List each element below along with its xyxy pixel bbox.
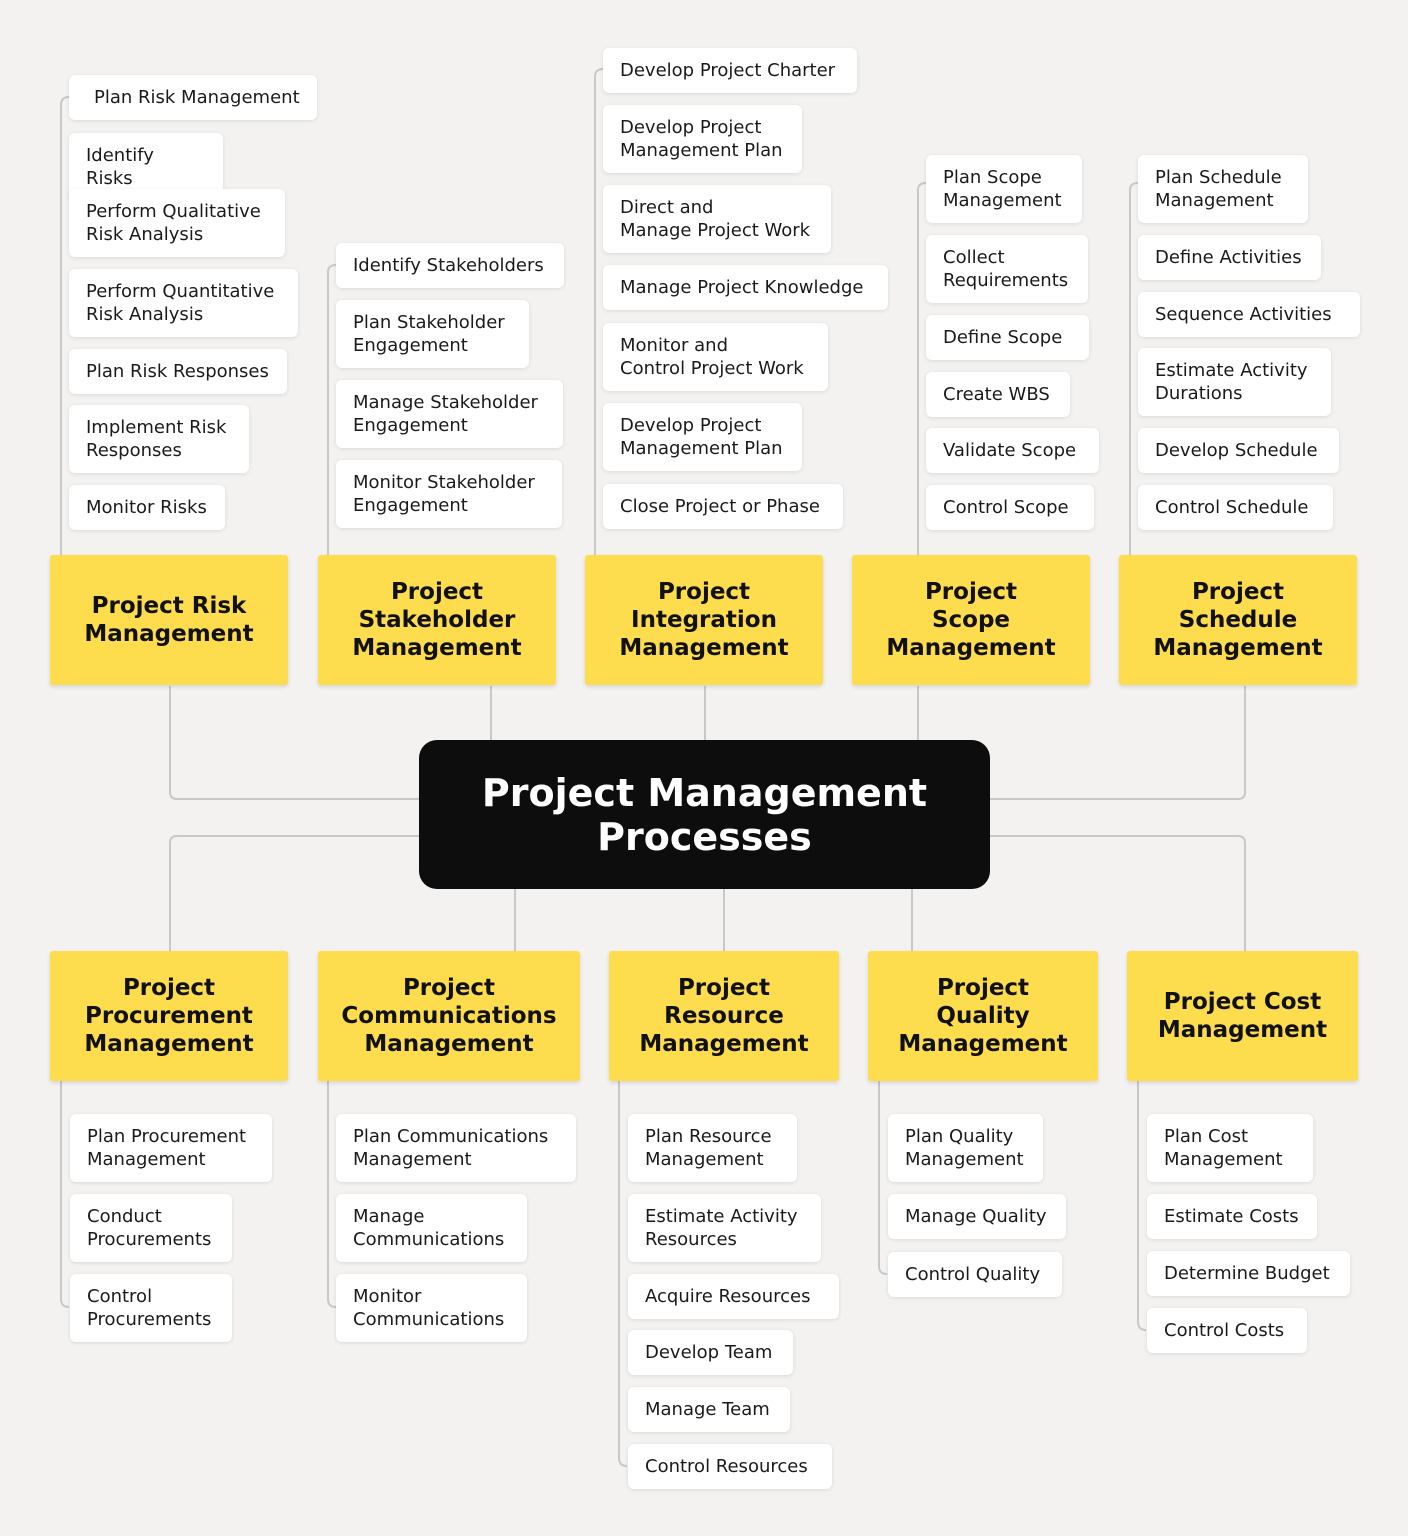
process-item: Determine Budget [1147,1251,1350,1296]
process-item: Direct and Manage Project Work [603,185,831,253]
process-item: Plan Communications Management [336,1114,576,1182]
process-item: Collect Requirements [926,235,1088,303]
process-item: Implement Risk Responses [69,405,249,473]
process-item: Control Schedule [1138,485,1333,530]
process-item: Plan Risk Management [69,75,317,120]
process-item: Plan Risk Responses [69,349,287,394]
process-item: Plan Cost Management [1147,1114,1313,1182]
process-item: Manage Quality [888,1194,1066,1239]
process-item: Control Scope [926,485,1094,530]
process-item: Plan Stakeholder Engagement [336,300,529,368]
process-item: Perform Quantitative Risk Analysis [69,269,298,337]
category-stakeholder-management: Project Stakeholder Management [318,555,556,685]
category-cost-management: Project Cost Management [1127,951,1358,1081]
process-item: Monitor and Control Project Work [603,323,828,391]
process-item: Sequence Activities [1138,292,1360,337]
category-resource-management: Project Resource Management [609,951,839,1081]
process-item: Perform Qualitative Risk Analysis [69,189,285,257]
process-item: Conduct Procurements [70,1194,232,1262]
process-item: Estimate Activity Durations [1138,348,1331,416]
process-item: Define Scope [926,315,1089,360]
process-item: Validate Scope [926,428,1099,473]
process-item: Manage Stakeholder Engagement [336,380,563,448]
process-item: Identify Stakeholders [336,243,564,288]
process-item: Manage Communications [336,1194,527,1262]
category-scope-management: Project Scope Management [852,555,1090,685]
process-item: Develop Project Management Plan [603,403,802,471]
process-item: Control Quality [888,1252,1062,1297]
process-item: Monitor Risks [69,485,225,530]
process-item: Plan Scope Management [926,155,1082,223]
category-integration-management: Project Integration Management [585,555,823,685]
process-item: Monitor Stakeholder Engagement [336,460,562,528]
process-item: Control Resources [628,1444,832,1489]
process-item: Close Project or Phase [603,484,843,529]
process-item: Plan Schedule Management [1138,155,1308,223]
process-item: Control Procurements [70,1274,232,1342]
process-item: Estimate Costs [1147,1194,1317,1239]
process-item: Develop Project Management Plan [603,105,802,173]
process-item: Estimate Activity Resources [628,1194,821,1262]
category-risk-management: Project Risk Management [50,555,288,685]
process-item: Develop Schedule [1138,428,1339,473]
process-item: Plan Quality Management [888,1114,1043,1182]
category-procurement-management: Project Procurement Management [50,951,288,1081]
process-item: Plan Procurement Management [70,1114,272,1182]
category-quality-management: Project Quality Management [868,951,1098,1081]
process-item: Develop Team [628,1330,793,1375]
process-item: Monitor Communications [336,1274,527,1342]
process-item: Define Activities [1138,235,1321,280]
process-item: Plan Resource Management [628,1114,797,1182]
center-node: Project Management Processes [419,740,990,889]
process-item: Create WBS [926,372,1070,417]
process-item: Acquire Resources [628,1274,839,1319]
process-item: Control Costs [1147,1308,1307,1353]
process-item: Manage Project Knowledge [603,265,888,310]
process-item: Develop Project Charter [603,48,857,93]
process-item: Manage Team [628,1387,790,1432]
category-communications-management: Project Communications Management [318,951,580,1081]
category-schedule-management: Project Schedule Management [1119,555,1357,685]
